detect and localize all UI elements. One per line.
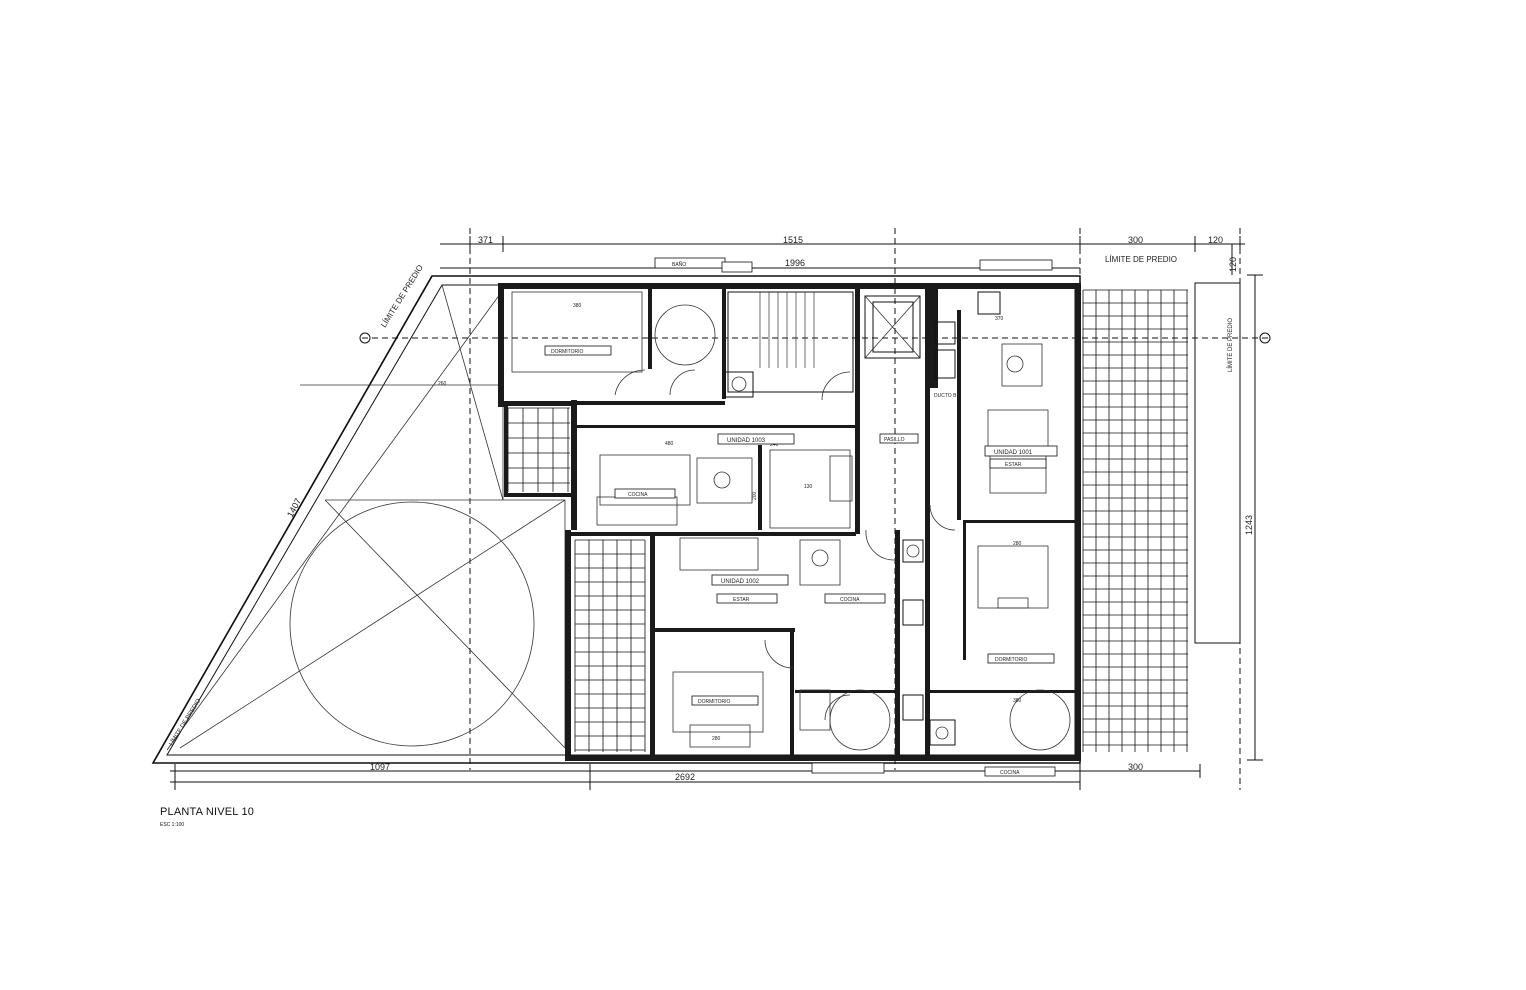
balcony-grid-left — [507, 407, 570, 492]
label-dormitorio-3: DORMITORIO — [698, 699, 731, 705]
dim-int-200: 200 — [752, 491, 758, 500]
label-pasillo: PASILLO — [884, 437, 905, 443]
dimension-lines — [170, 236, 1263, 790]
dim-top-1: 371 — [478, 235, 493, 245]
dim-int-280a: 280 — [1013, 541, 1022, 547]
label-unidad-1002: UNIDAD 1002 — [721, 579, 760, 585]
dim-right-vertical: 1243 — [1244, 515, 1254, 535]
dim-top-total: 1996 — [785, 258, 805, 268]
dim-int-130: 130 — [804, 484, 813, 490]
label-estar-2: ESTAR — [1005, 462, 1022, 468]
dim-int-240: 240 — [770, 442, 779, 448]
courtyard — [166, 284, 566, 751]
dim-right-top: 120 — [1228, 257, 1238, 272]
dimension-texts: 371 1515 300 120 1996 1097 2692 300 1407… — [285, 235, 1254, 782]
label-limite-top: LÍMITE DE PREDIO — [1105, 255, 1177, 264]
label-limite-left: LÍMITE DE PREDIO — [379, 263, 425, 329]
dim-bottom-2: 2692 — [675, 772, 695, 782]
boundary-labels: LÍMITE DE PREDIO LÍMITE DE PREDIO LÍMITE… — [168, 255, 1234, 747]
dim-int-280b: 280 — [712, 736, 721, 742]
drawing-scale: ESC 1:100 — [160, 822, 185, 828]
furniture — [511, 291, 1049, 748]
property-boundary — [151, 275, 1081, 764]
balcony-grid-bottom-left — [574, 539, 646, 752]
label-limite-right: LÍMITE DE PREDIO — [1227, 318, 1234, 372]
label-unidad-1003: UNIDAD 1003 — [727, 438, 766, 444]
building-walls — [498, 283, 1081, 761]
fixtures — [724, 291, 1001, 746]
right-balcony-outline — [1194, 282, 1241, 644]
label-bano-top: BAÑO — [672, 261, 686, 268]
label-estar-1: ESTAR — [733, 597, 750, 603]
stair-core — [727, 291, 921, 393]
dim-int-260: 260 — [438, 381, 447, 387]
label-limite-bottom-left: LÍMITE DE PREDIO — [168, 697, 203, 747]
label-cocina-3: COCINA — [1000, 770, 1020, 776]
room-labels: UNIDAD 1003 UNIDAD 1002 UNIDAD 1001 DORM… — [544, 257, 1058, 777]
label-ducto: DUCTO B — [934, 393, 957, 399]
terrace-grid — [1082, 289, 1188, 752]
label-dormitorio-1: DORMITORIO — [551, 349, 584, 355]
drawing-title: PLANTA NIVEL 10 — [160, 806, 255, 818]
dim-int-480: 480 — [665, 441, 674, 447]
dim-int-370: 370 — [995, 316, 1004, 322]
dim-top-3: 300 — [1128, 235, 1143, 245]
label-cocina-1: COCINA — [628, 492, 648, 498]
label-cocina-2: COCINA — [840, 597, 860, 603]
dim-bottom-3: 300 — [1128, 762, 1143, 772]
dim-bottom-1: 1097 — [370, 762, 390, 772]
label-unidad-1001: UNIDAD 1001 — [994, 450, 1033, 456]
dim-int-380a: 380 — [573, 303, 582, 309]
dim-top-4: 120 — [1208, 235, 1223, 245]
label-dormitorio-2: DORMITORIO — [995, 657, 1028, 663]
dim-top-2: 1515 — [783, 235, 803, 245]
